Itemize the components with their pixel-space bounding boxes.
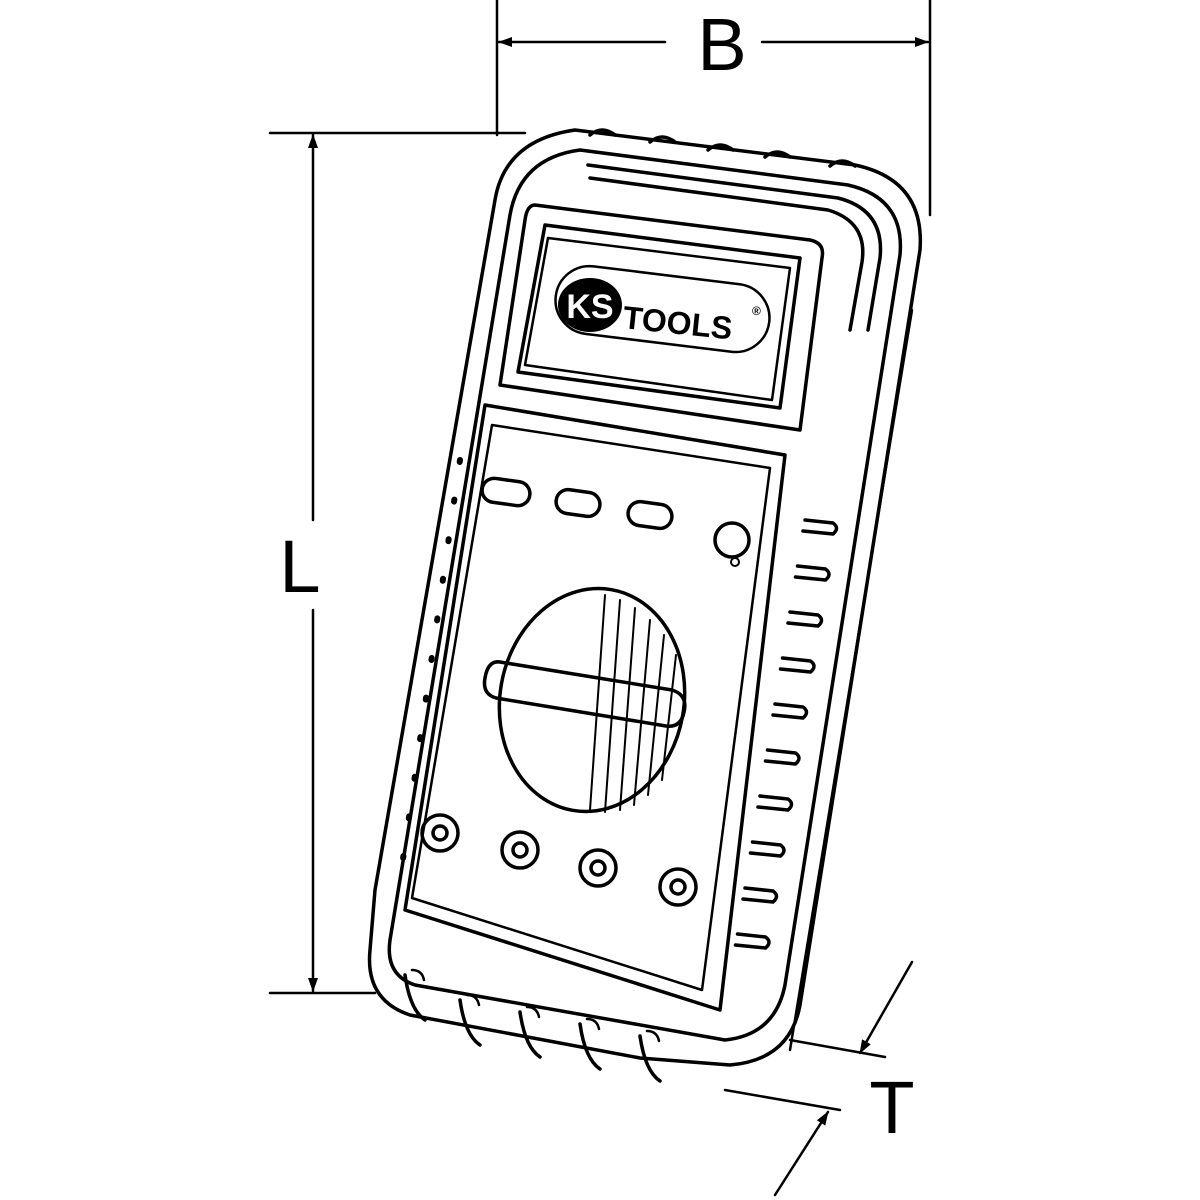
dimension-t-label: T	[869, 1066, 914, 1149]
jack-2[interactable]	[500, 830, 540, 870]
dimension-l	[268, 131, 527, 995]
side-grip-ridges	[733, 518, 839, 950]
svg-text:KS: KS	[566, 288, 613, 326]
grip-ridge	[748, 840, 786, 858]
ks-tools-logo: KS TOOLS ®	[554, 264, 771, 354]
dimension-l-label: L	[279, 525, 320, 608]
grip-ridge	[733, 932, 771, 950]
grip-ridge	[801, 518, 839, 536]
dimension-b	[495, 0, 932, 217]
grip-ridge	[756, 794, 794, 812]
svg-text:®: ®	[752, 304, 761, 318]
dimension-b-label: B	[697, 3, 746, 86]
jack-3[interactable]	[578, 848, 618, 888]
grip-ridge	[771, 702, 809, 720]
hold-button[interactable]	[713, 521, 751, 559]
dimension-t	[723, 960, 914, 1197]
jack-1[interactable]	[420, 813, 460, 853]
button-1[interactable]	[480, 476, 532, 508]
grip-ridge	[741, 886, 779, 904]
display-window	[498, 203, 825, 432]
grip-ridge	[793, 564, 831, 582]
button-3[interactable]	[626, 499, 674, 531]
button-2[interactable]	[554, 487, 602, 519]
function-buttons	[480, 476, 751, 567]
jack-4[interactable]	[658, 867, 698, 907]
front-panel	[397, 403, 787, 1012]
input-jacks	[420, 813, 698, 907]
grip-ridge	[763, 748, 801, 766]
rotary-selector-knob[interactable]	[482, 574, 702, 827]
grip-ridge	[778, 656, 816, 674]
multimeter-body	[367, 128, 923, 1083]
grip-ridge	[786, 610, 824, 628]
